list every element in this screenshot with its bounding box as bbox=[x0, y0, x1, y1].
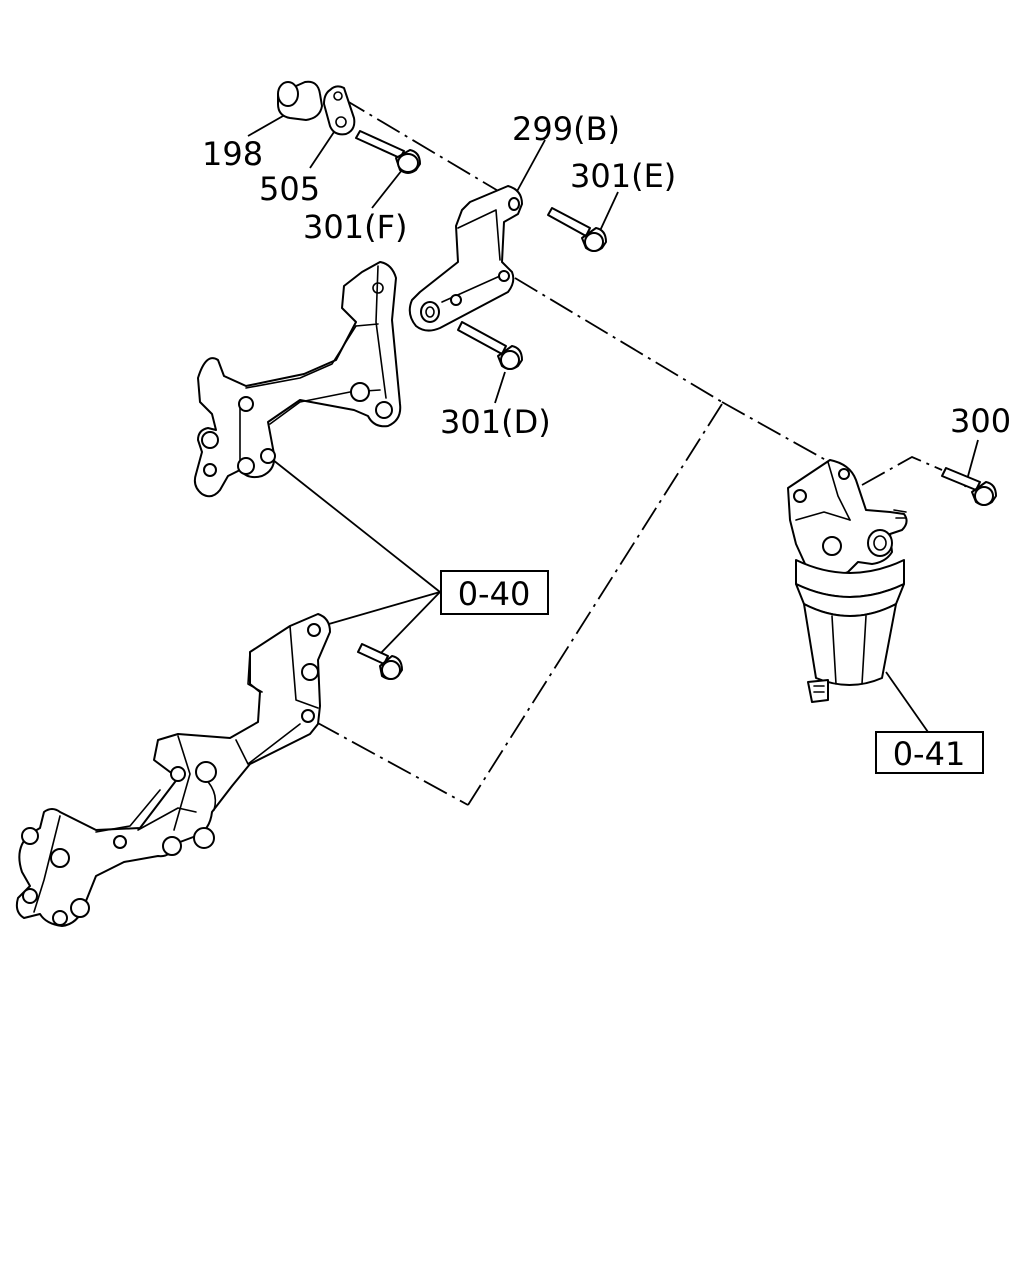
callout-300: 300 bbox=[950, 402, 1011, 440]
engine-bracket-lower bbox=[15, 613, 331, 927]
collar-198 bbox=[277, 80, 323, 121]
callout-301e: 301(E) bbox=[570, 157, 676, 195]
bolt-301d bbox=[457, 321, 523, 370]
bolt-300 bbox=[941, 467, 997, 506]
callout-299b: 299(B) bbox=[512, 110, 620, 148]
callout-198: 198 bbox=[202, 135, 263, 173]
callout-505: 505 bbox=[259, 170, 320, 208]
bolt-301f bbox=[355, 130, 421, 174]
reference-label-0-41: 0-41 bbox=[893, 735, 966, 773]
phantom-lines bbox=[315, 97, 943, 806]
callout-301f: 301(F) bbox=[303, 208, 407, 246]
bolt-301e bbox=[547, 207, 607, 252]
reference-0-40: 0-40 bbox=[440, 570, 549, 615]
spacer-505 bbox=[323, 85, 356, 136]
reference-label-0-40: 0-40 bbox=[458, 575, 531, 613]
reference-0-41: 0-41 bbox=[875, 731, 984, 774]
engine-bracket-upper bbox=[193, 261, 402, 498]
callout-labels: 198 505 301(F) 299(B) 301(E) 301(D) 300 bbox=[202, 110, 1011, 441]
fuel-filter-assembly bbox=[787, 459, 908, 703]
callout-301d: 301(D) bbox=[440, 403, 551, 441]
bracket-299b bbox=[408, 185, 523, 332]
bolt-lower-bracket bbox=[357, 643, 403, 680]
